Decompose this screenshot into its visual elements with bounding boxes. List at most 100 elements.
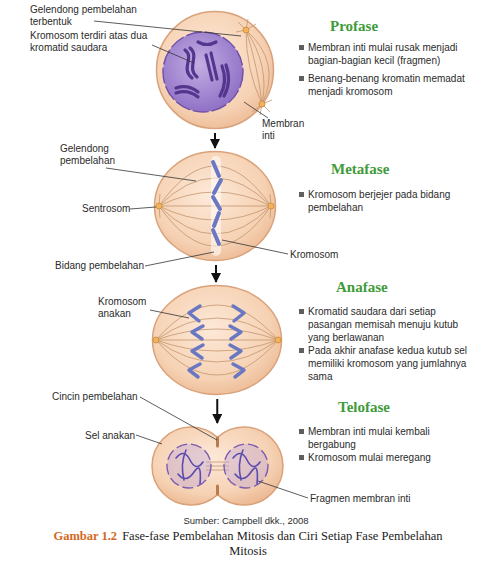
centrosome xyxy=(243,27,249,33)
chromatin xyxy=(182,450,186,480)
spindle-fibers xyxy=(156,305,278,375)
phase-feature: Kromatid saudara dari setiap pasangan me… xyxy=(298,305,478,344)
spindle-fibers xyxy=(236,19,256,32)
part-label: Sel anakan xyxy=(85,430,135,442)
leader-line xyxy=(136,435,162,444)
leader-line xyxy=(145,252,214,266)
part-label: Kromosom anakan xyxy=(98,296,153,320)
figure-number: Gambar 1.2 xyxy=(53,529,117,543)
daughter-chromosome xyxy=(230,326,241,339)
chromosome xyxy=(176,87,198,92)
chromosome xyxy=(213,230,219,244)
leader-line xyxy=(150,310,189,318)
metaphase-plate xyxy=(211,156,221,256)
cell-outline xyxy=(150,425,285,507)
metaphase-plate xyxy=(211,156,221,256)
chromosome xyxy=(213,162,219,176)
daughter-chromosome xyxy=(189,306,244,377)
daughter-chromosome xyxy=(192,345,203,358)
part-label: Bidang pembelahan xyxy=(55,260,144,272)
part-label: Fragmen membran inti xyxy=(310,493,411,505)
chromatin xyxy=(178,468,200,484)
cell-outline xyxy=(151,284,283,396)
spindle-fibers xyxy=(156,329,278,340)
centrosome xyxy=(243,27,265,107)
leader-line xyxy=(106,168,196,181)
spindle-fibers xyxy=(246,30,264,104)
spindle-fibers xyxy=(156,340,278,362)
part-label: Sentrosom xyxy=(82,203,130,215)
cell-outline xyxy=(157,12,274,129)
spindle-fibers xyxy=(246,30,262,104)
leader-line xyxy=(130,207,156,209)
daughter-chromosome xyxy=(189,306,200,321)
chromosome xyxy=(185,50,192,78)
chromosome xyxy=(176,42,229,97)
phase-title: Anafase xyxy=(336,279,388,296)
leader-line xyxy=(152,45,194,63)
chromosome xyxy=(214,180,221,193)
chromosome xyxy=(213,197,220,209)
cell-outline xyxy=(153,150,277,262)
part-label: Gelendong pembelahan xyxy=(60,143,140,167)
chromosome xyxy=(206,55,212,80)
spindle-fibers xyxy=(252,100,272,115)
spindle-fibers xyxy=(159,194,271,218)
daughter-chromosome xyxy=(233,306,244,321)
nucleus xyxy=(163,32,243,112)
cell-outline xyxy=(155,10,275,130)
centrosome xyxy=(275,337,281,343)
flow-arrow xyxy=(214,133,216,148)
leader-line xyxy=(258,481,308,498)
cell-stage: TelofaseMembran inti mulai kembali berga… xyxy=(150,425,285,507)
chromosome xyxy=(211,53,217,79)
part-label: Kromosom terdiri atas dua kromatid sauda… xyxy=(30,30,165,54)
spindle-fibers xyxy=(156,340,278,341)
spindle-fibers xyxy=(159,166,271,206)
caption-line: Gambar 1.2Fase-fase Pembelahan Mitosis d… xyxy=(36,529,460,559)
spindle-fibers xyxy=(156,318,278,340)
leader-line xyxy=(244,102,268,118)
phase-feature: Membran inti mulai kembali bergabung xyxy=(298,425,478,451)
spindle-fibers xyxy=(159,206,271,246)
cell-outline xyxy=(152,427,283,505)
cleavage-furrow xyxy=(216,486,219,494)
phase-feature: Kromosom berjejer pada bidang pembelahan xyxy=(298,188,478,214)
part-label: Membran inti xyxy=(262,118,312,142)
spindle-fibers xyxy=(159,178,271,206)
phase-feature: Membran inti mulai rusak menjadi bagian-… xyxy=(298,41,478,67)
phase-title: Telofase xyxy=(338,399,390,416)
centrosome xyxy=(259,101,265,107)
chromatin xyxy=(176,453,203,466)
leader-line xyxy=(94,21,308,498)
cell-outline xyxy=(153,286,282,395)
chromosome xyxy=(214,213,219,226)
centrosome xyxy=(156,203,274,209)
daughter-nucleus xyxy=(167,444,211,488)
chromatin xyxy=(235,468,257,484)
chromosome xyxy=(224,65,229,96)
chromatin xyxy=(233,453,260,466)
chromosome xyxy=(198,42,216,45)
spindle-fibers xyxy=(246,30,269,104)
centrosome xyxy=(156,203,162,209)
chromatin xyxy=(176,450,260,484)
phase-feature: Kromosom mulai meregang xyxy=(298,451,478,464)
nucleus xyxy=(163,32,243,112)
phase-feature: Pada akhir anafase kedua kutub sel memil… xyxy=(298,344,478,383)
phase-title: Profase xyxy=(330,18,378,35)
spindle-fibers xyxy=(159,206,271,220)
phase-title: Metafase xyxy=(331,161,389,178)
cell-outline xyxy=(155,152,276,261)
centrosome xyxy=(268,203,274,209)
cell-stage: AnafaseKromatid saudara dari setiap pasa… xyxy=(151,284,283,396)
spindle-fibers xyxy=(159,166,271,246)
part-label: Cincin pembelahan xyxy=(52,391,138,403)
spindle-remnant xyxy=(206,462,229,470)
flow-arrow xyxy=(216,399,218,423)
centrosome xyxy=(153,337,159,343)
chromosome xyxy=(190,48,197,77)
